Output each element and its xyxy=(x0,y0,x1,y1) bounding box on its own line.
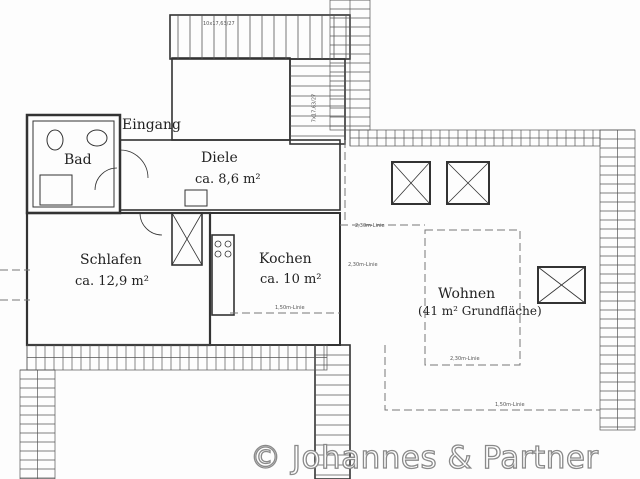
kitchen-counter xyxy=(211,234,235,316)
area-wohnen: (41 m² Grundfläche) xyxy=(418,304,542,318)
label-wohnen: Wohnen xyxy=(438,286,496,302)
area-diele: ca. 8,6 m² xyxy=(195,172,261,187)
wardrobe xyxy=(171,212,203,266)
dim-line-150-a: 1,50m-Linie xyxy=(275,305,305,311)
dim-line-230-c: 2,30m-Linie xyxy=(450,356,480,362)
dim-line-230-b: 2,30m-Linie xyxy=(348,262,378,268)
area-schlafen: ca. 12,9 m² xyxy=(75,274,149,289)
dim-line-150-b: 1,50m-Linie xyxy=(495,402,525,408)
staircase-top xyxy=(169,14,351,60)
area-kochen: ca. 10 m² xyxy=(260,272,322,287)
bad-door xyxy=(94,167,118,191)
entrance-door xyxy=(119,149,149,179)
shower xyxy=(39,174,73,206)
landing xyxy=(171,57,291,141)
bad-inner-wall xyxy=(32,120,115,208)
height-lines xyxy=(0,140,600,411)
copyright-watermark: © Johannes & Partner xyxy=(249,439,599,476)
label-schlafen: Schlafen xyxy=(80,252,142,268)
lower-stair xyxy=(314,344,351,479)
label-bad: Bad xyxy=(64,152,92,168)
diele-cabinet xyxy=(184,189,208,207)
dim-line-230-a: 2,30m-Linie xyxy=(355,223,385,229)
sink xyxy=(86,129,108,147)
label-kochen: Kochen xyxy=(259,251,312,267)
dim-stair-top: 10x17,63/27 xyxy=(203,21,235,27)
toilet xyxy=(46,129,64,151)
schlafen-door xyxy=(139,212,163,236)
label-eingang: Eingang xyxy=(122,117,182,133)
label-diele: Diele xyxy=(201,150,238,166)
room-diele xyxy=(119,139,341,211)
skylights xyxy=(391,161,586,304)
dim-stair-side: 7x17,63/27 xyxy=(311,93,318,123)
